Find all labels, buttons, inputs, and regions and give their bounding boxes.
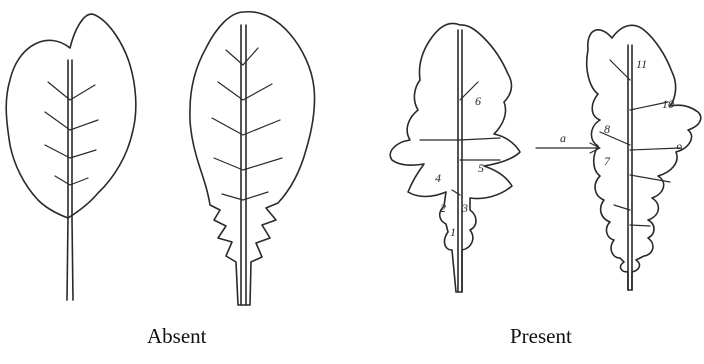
lobe-number-6: 6 (475, 94, 481, 108)
lobe-number-8: 8 (604, 122, 610, 136)
lobe-number-9: 9 (676, 141, 682, 155)
caption-absent: Absent (147, 326, 207, 347)
leaf-entire-smooth (6, 14, 136, 300)
lobe-number-7: 7 (604, 154, 611, 168)
pointer-arrow: a (536, 131, 600, 153)
lobe-number-2: 2 (440, 201, 446, 215)
leaf-lobed-present-b: 11 10 9 8 7 (587, 25, 701, 290)
arrow-label: a (560, 131, 566, 145)
lobe-number-1: 1 (450, 225, 456, 239)
lobe-number-5: 5 (478, 161, 484, 175)
lobe-number-11: 11 (636, 57, 647, 71)
caption-present: Present (510, 326, 572, 347)
leaf-lobed-present-a: 6 5 4 2 3 1 (390, 23, 520, 292)
leaf-serrated-absent (190, 12, 315, 305)
lobe-number-10: 10 (662, 97, 674, 111)
lobe-number-3: 3 (461, 201, 468, 215)
lobe-number-4: 4 (435, 171, 441, 185)
